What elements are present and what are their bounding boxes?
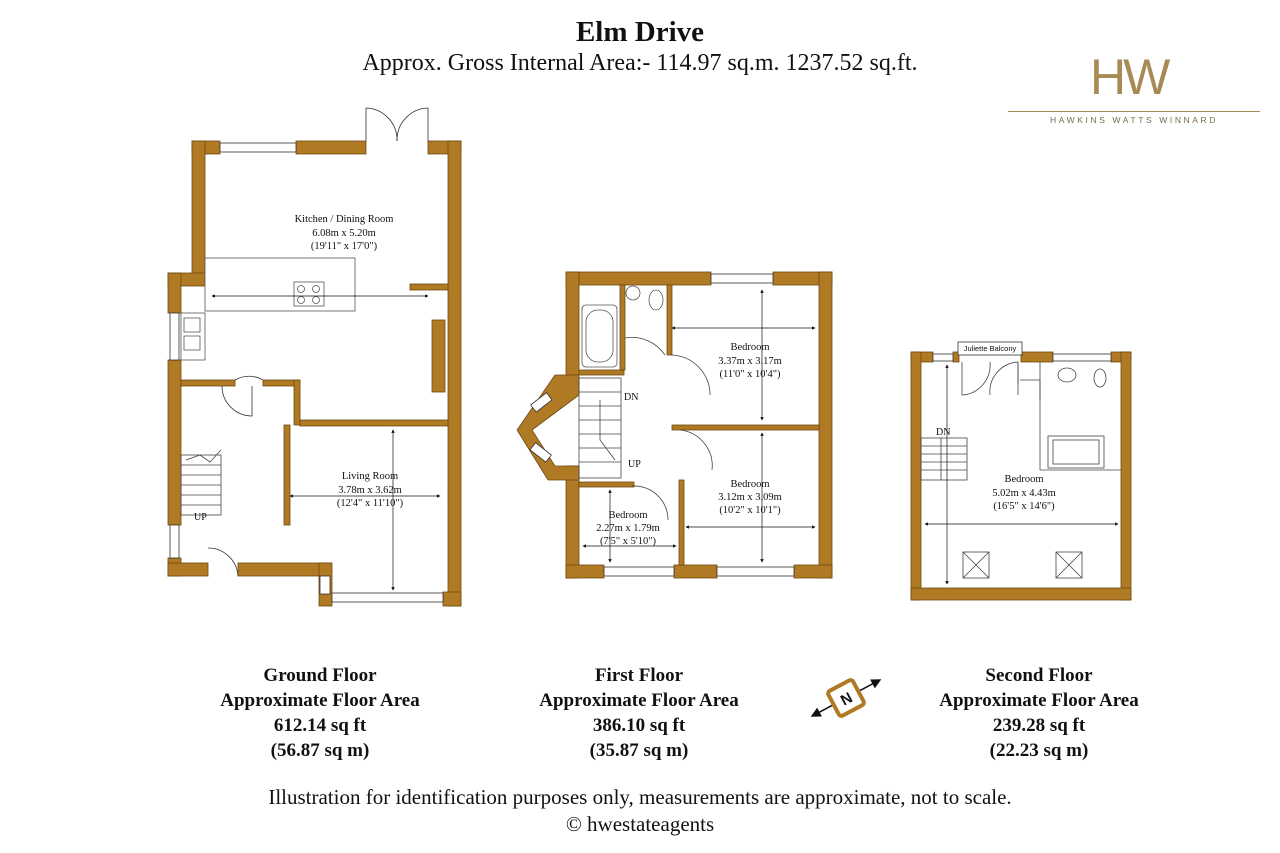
disclaimer-text: Illustration for identification purposes… (268, 785, 1012, 809)
first-floor-plan: Bedroom 3.37m x 3.17m (11'0" x 10'4") Be… (516, 271, 833, 579)
second-floor-area-label: Approximate Floor Area (939, 690, 1139, 711)
juliette-balcony-label: Juliette Balcony (964, 344, 1017, 353)
ground-room-1-size-m: 3.78m x 3.62m (338, 485, 402, 496)
gross-area-subtitle: Approx. Gross Internal Area:- 114.97 sq.… (362, 50, 918, 76)
first-floor-sqft: 386.10 sq ft (592, 715, 686, 736)
first-room-1-size-m: 3.12m x 3.09m (718, 492, 782, 503)
second-stair-down-label: DN (936, 427, 950, 438)
first-room-1-size-ft: (10'2" x 10'1") (719, 505, 781, 516)
first-room-0-size-ft: (11'0" x 10'4") (720, 369, 781, 380)
brand-logo-name: HAWKINS WATTS WINNARD (1049, 115, 1219, 125)
second-room-0-size-ft: (16'5" x 14'6") (993, 501, 1055, 512)
ground-floor-area-label: Approximate Floor Area (220, 690, 420, 711)
first-stair-up-label: UP (628, 459, 641, 470)
second-floor-sqm: (22.23 sq m) (989, 740, 1089, 761)
ground-floor-sqft: 612.14 sq ft (273, 715, 367, 736)
ground-room-1-name: Living Room (342, 471, 398, 482)
first-floor-sqm: (35.87 sq m) (589, 740, 689, 761)
ground-stair-up-label: UP (194, 512, 207, 523)
page-title: Elm Drive (575, 16, 705, 48)
first-floor-name: First Floor (594, 665, 684, 686)
first-stair-down-label: DN (624, 392, 638, 403)
first-floor-caption: First Floor Approximate Floor Area 386.1… (489, 663, 789, 763)
first-room-2-size-m: 2.27m x 1.79m (596, 523, 660, 534)
second-floor-caption: Second Floor Approximate Floor Area 239.… (889, 663, 1189, 763)
ground-floor-plan: Kitchen / Dining Room 6.08m x 5.20m (19'… (167, 107, 462, 607)
ground-room-0-size-ft: (19'11" x 17'0") (311, 241, 378, 252)
ground-room-0-name: Kitchen / Dining Room (295, 214, 394, 225)
first-room-1-name: Bedroom (730, 479, 769, 490)
copyright-text: © hwestateagents (565, 812, 715, 836)
ground-floor-name: Ground Floor (263, 665, 377, 686)
second-floor-name: Second Floor (985, 665, 1093, 686)
compass-icon: N (810, 678, 882, 718)
ground-room-0-size-m: 6.08m x 5.20m (312, 228, 376, 239)
second-room-0-name: Bedroom (1004, 474, 1043, 485)
second-room-0-size-m: 5.02m x 4.43m (992, 488, 1056, 499)
second-floor-plan: Juliette Balcony Bedroom 5.02m x 4.43m (… (910, 341, 1132, 601)
first-room-2-size-ft: (7'5" x 5'10") (600, 536, 657, 547)
logo-divider (1008, 111, 1260, 112)
first-room-2-name: Bedroom (608, 510, 647, 521)
brand-logo-monogram: HW (1090, 49, 1170, 105)
second-floor-sqft: 239.28 sq ft (992, 715, 1086, 736)
ground-floor-caption: Ground Floor Approximate Floor Area 612.… (170, 663, 470, 763)
ground-floor-sqm: (56.87 sq m) (270, 740, 370, 761)
first-room-0-name: Bedroom (730, 342, 769, 353)
first-room-0-size-m: 3.37m x 3.17m (718, 356, 782, 367)
ground-room-1-size-ft: (12'4" x 11'10") (337, 498, 404, 509)
first-floor-area-label: Approximate Floor Area (539, 690, 739, 711)
